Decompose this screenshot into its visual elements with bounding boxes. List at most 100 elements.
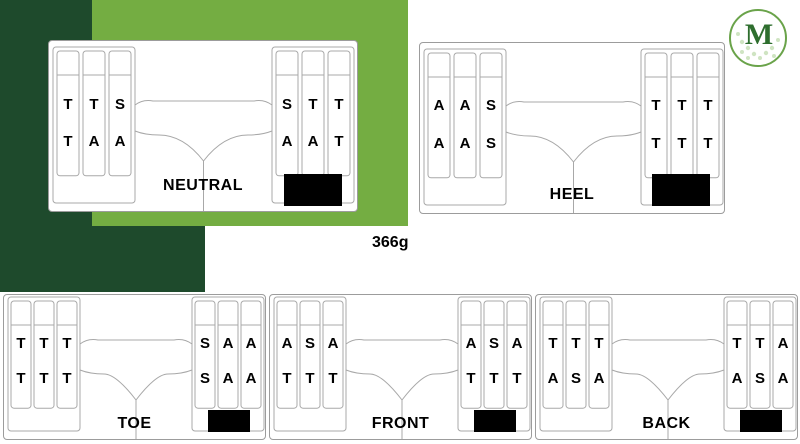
right-weight-letter: A [465,335,477,352]
sole-weight-block [284,174,342,206]
right-weight-letter: T [334,133,344,150]
right-port-block [640,48,724,206]
left-weight-letter: T [548,335,558,352]
right-weight-letter: T [677,97,687,114]
right-weight-slot [460,300,482,409]
right-weight-slot [275,50,299,177]
config-label: FRONT [371,415,430,432]
right-weight-letter: S [754,370,765,387]
putter-body-outline [134,100,273,162]
right-weight-slot [240,300,262,409]
right-weight-letter: T [512,370,522,387]
right-weight-letter: T [334,96,344,113]
brand-logo: M [728,8,788,68]
left-weight-slot [56,300,78,409]
left-weight-slot [299,300,321,409]
golf-ball-logo-icon: M [729,9,787,67]
left-weight-slot [33,300,55,409]
left-weight-letter: A [433,97,445,114]
right-weight-letter: T [651,97,661,114]
left-port-block [52,46,136,204]
right-port-block [271,46,355,204]
left-weight-slot [56,50,80,177]
right-weight-letter: S [281,96,292,113]
right-weight-letter: A [511,335,523,352]
left-weight-slot [453,52,477,179]
left-weight-slot [427,52,451,179]
right-weight-letter: T [755,335,765,352]
left-weight-letter: T [89,96,99,113]
left-weight-letter: S [485,97,496,114]
left-port-block [7,296,81,432]
left-weight-letter: A [459,97,471,114]
left-weight-slot [10,300,32,409]
config-label: BACK [642,415,691,432]
left-weight-letter: T [16,335,26,352]
left-weight-letter: A [547,370,559,387]
left-weight-slot [108,50,132,177]
right-port-block [723,296,797,432]
left-weight-letter: A [459,135,471,152]
weight-port-diagram [423,48,724,213]
config-label: TOE [117,415,152,432]
left-weight-letter: S [485,135,496,152]
left-weight-slot [322,300,344,409]
right-weight-slot [217,300,239,409]
left-weight-slot [82,50,106,177]
right-weight-slot [194,300,216,409]
right-weight-letter: A [222,335,234,352]
left-weight-letter: T [571,335,581,352]
left-weight-slot [565,300,587,409]
left-weight-slot [542,300,564,409]
right-weight-letter: A [222,370,234,387]
right-weight-letter: A [777,335,789,352]
left-weight-letter: T [305,370,315,387]
weight-port-diagram [539,296,797,439]
right-weight-letter: T [703,135,713,152]
weight-port-diagram [7,296,265,439]
right-weight-letter: T [489,370,499,387]
left-weight-letter: T [63,96,73,113]
left-weight-letter: T [594,335,604,352]
right-weight-slot [483,300,505,409]
right-weight-slot [327,50,351,177]
config-label: NEUTRAL [163,177,243,194]
left-weight-letter: A [433,135,445,152]
right-weight-letter: T [466,370,476,387]
left-weight-letter: T [62,335,72,352]
right-weight-slot [301,50,325,177]
left-weight-letter: A [114,133,126,150]
putter-body-outline [505,101,642,163]
right-weight-letter: A [307,133,319,150]
right-port-block [191,296,265,432]
left-weight-letter: S [304,335,315,352]
left-weight-slot [588,300,610,409]
right-weight-letter: A [731,370,743,387]
left-weight-letter: A [281,335,293,352]
right-weight-letter: T [677,135,687,152]
left-weight-letter: T [16,370,26,387]
left-port-block [423,48,507,206]
right-weight-slot [670,52,694,179]
right-weight-slot [772,300,794,409]
right-weight-letter: A [281,133,293,150]
left-weight-letter: A [593,370,605,387]
right-weight-letter: A [245,335,257,352]
total-weight-label: 366g [372,234,409,251]
config-label: HEEL [549,186,595,203]
left-weight-slot [479,52,503,179]
left-weight-letter: A [327,335,339,352]
right-weight-letter: T [651,135,661,152]
right-weight-slot [696,52,720,179]
left-weight-letter: T [39,370,49,387]
right-weight-slot [644,52,668,179]
left-weight-letter: T [328,370,338,387]
left-weight-letter: T [63,133,73,150]
sole-weight-block [474,410,516,432]
weight-port-diagram [52,46,355,211]
left-port-block [273,296,347,432]
right-weight-letter: S [199,335,210,352]
